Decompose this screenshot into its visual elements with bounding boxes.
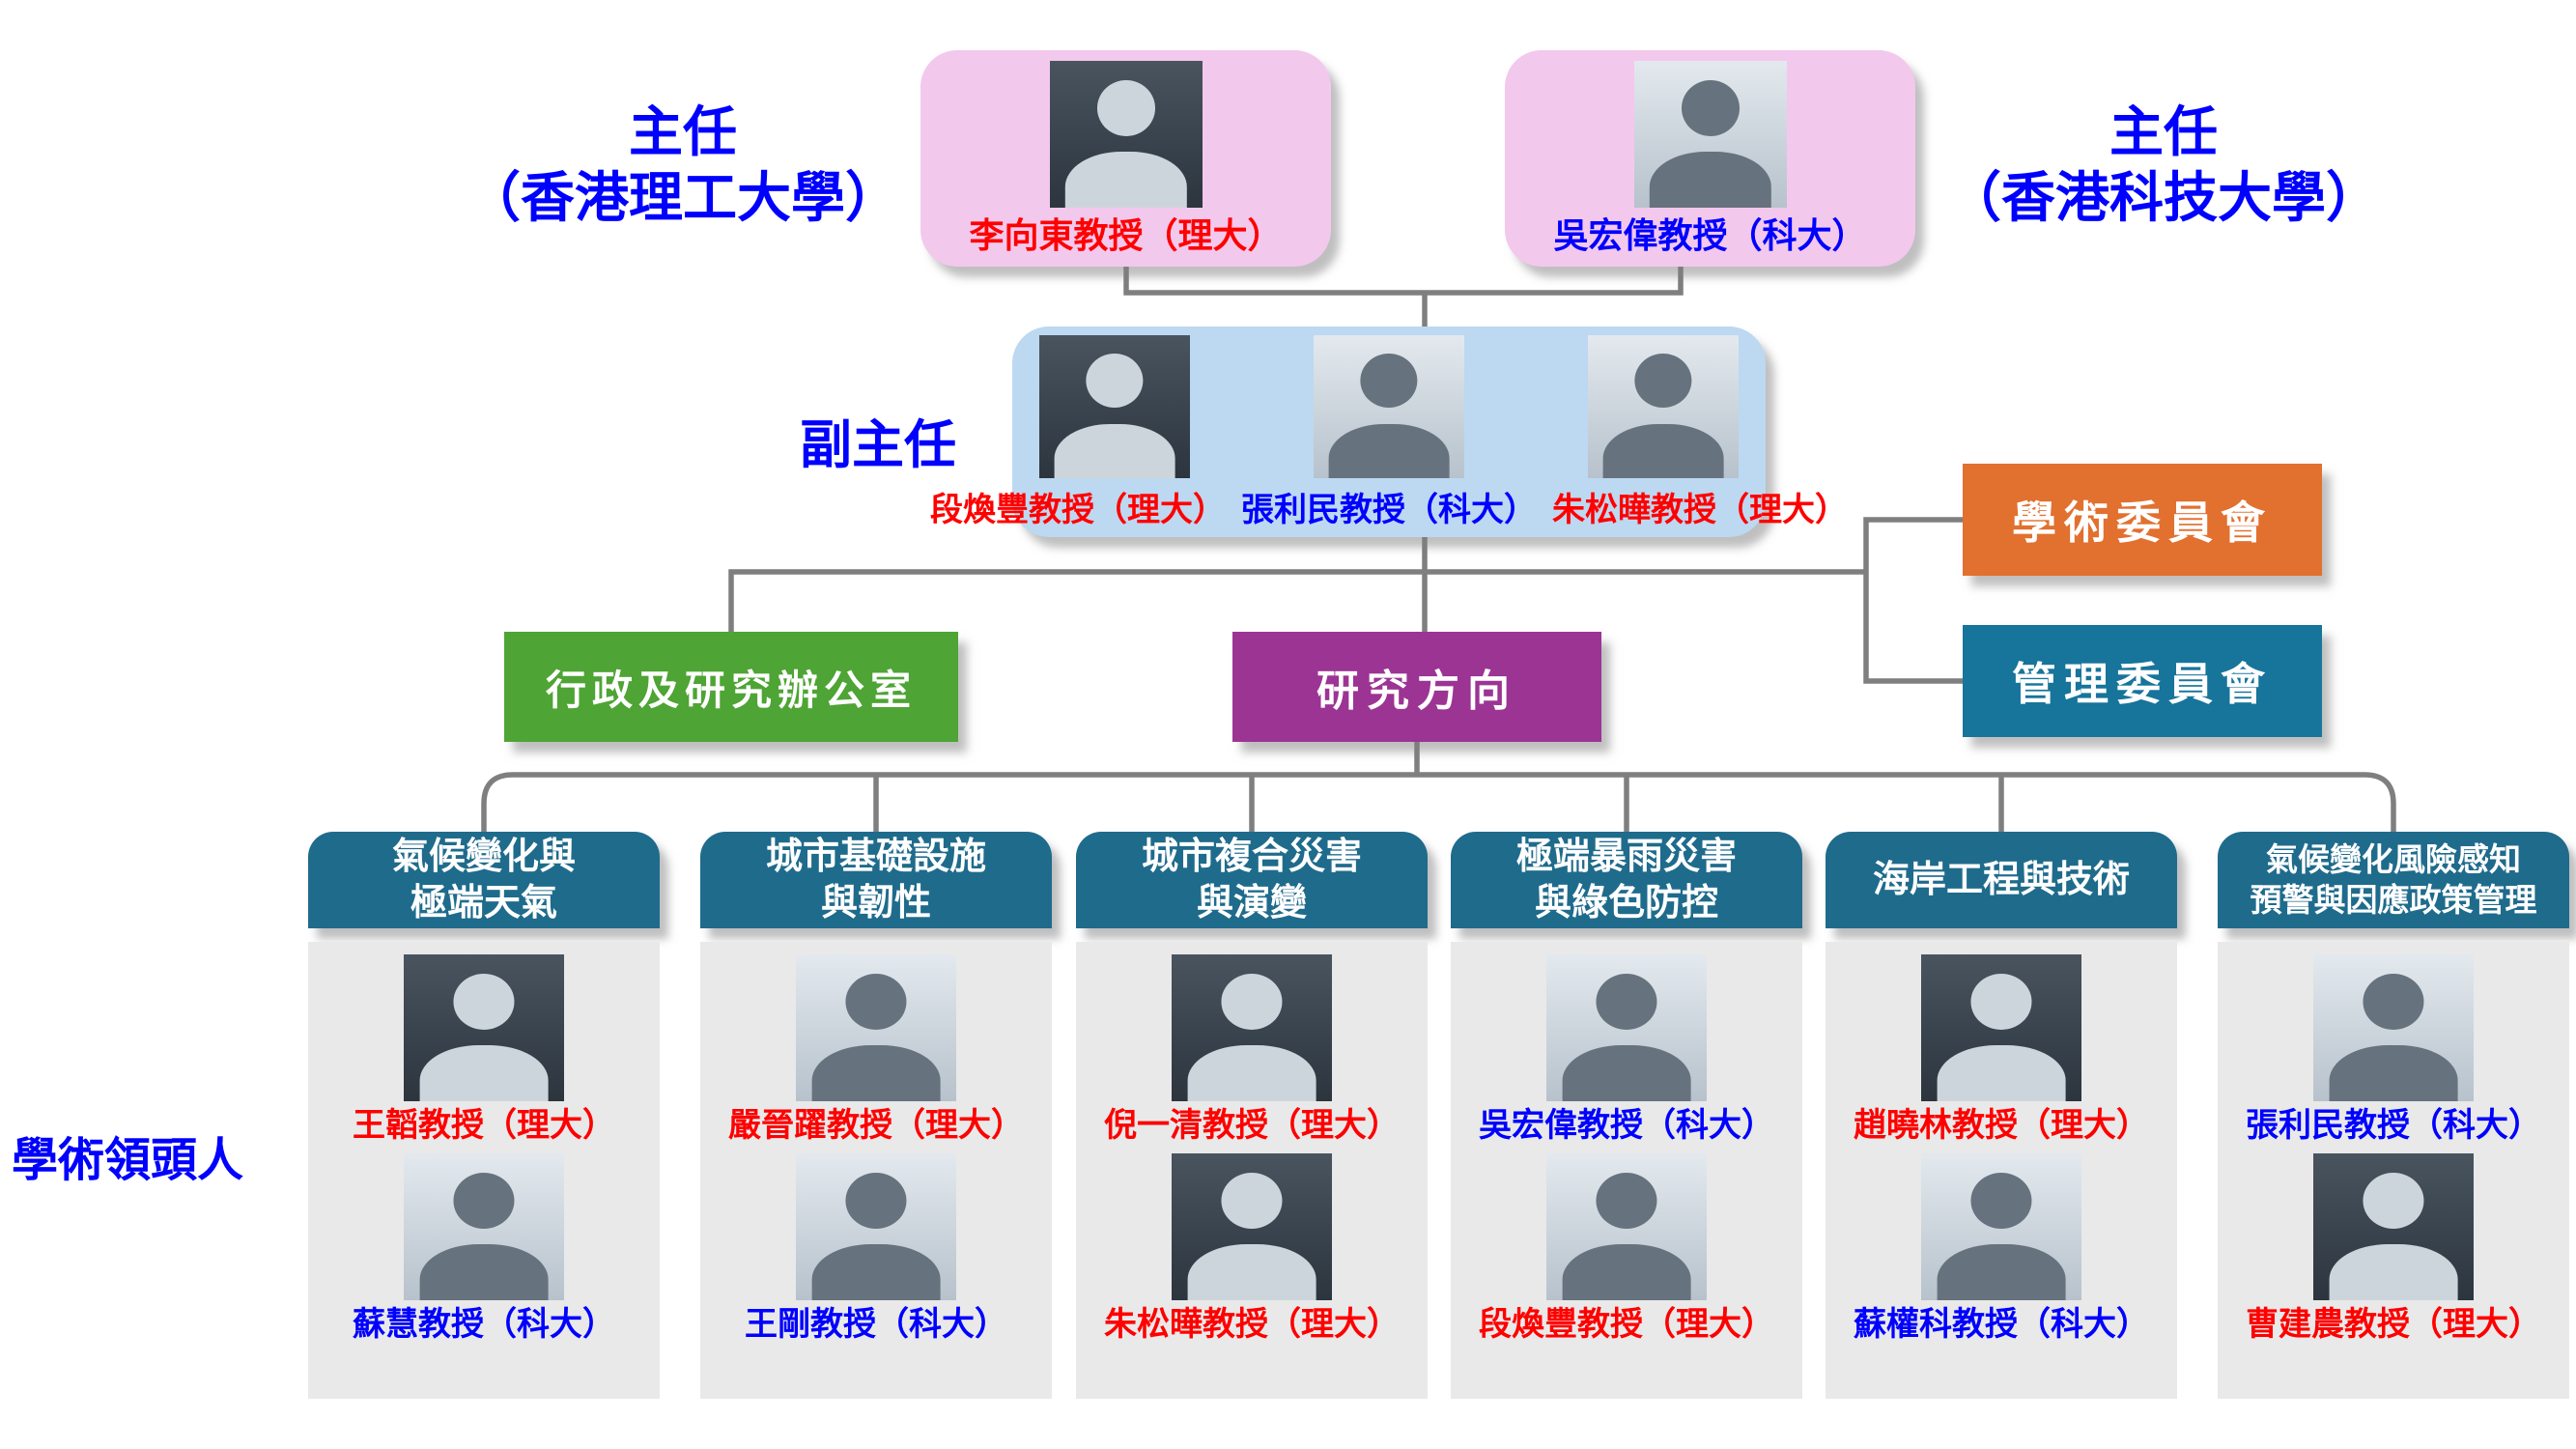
research-area-title-line: 極端暴雨災害 [1515, 835, 1737, 878]
deputy-names: 段煥豐教授（理大） 張利民教授（科大） 朱松曄教授（理大） [930, 483, 1848, 530]
connector-trunk [481, 772, 2396, 835]
research-area-panel: 趙曉林教授（理大） 蘇權科教授（科大） [1826, 942, 2177, 1399]
research-area-title-line: 預警與因應政策管理 [2250, 881, 2537, 919]
leader-portrait [796, 954, 956, 1101]
leader-portrait [1172, 1153, 1332, 1300]
research-area-panel: 吳宏偉教授（科大） 段煥豐教授（理大） [1451, 942, 1802, 1399]
research-area-header: 城市基礎設施 與韌性 [700, 832, 1052, 928]
research-area-title-line: 氣候變化與 [391, 835, 576, 878]
leader-name: 蘇慧教授（科大） [353, 1305, 615, 1344]
academic-committee-box: 學術委員會 [1963, 464, 2322, 576]
leader-name: 曹建農教授（理大） [2246, 1305, 2541, 1344]
research-area-title-line: 城市複合災害 [1141, 835, 1362, 878]
research-area-title-line: 氣候變化風險感知 [2266, 840, 2521, 879]
leader-portrait [1172, 954, 1332, 1101]
leader-name: 蘇權科教授（科大） [1854, 1305, 2149, 1344]
research-area-panel: 嚴晉躍教授（理大） 王剛教授（科大） [700, 942, 1052, 1399]
research-area-column-5: 海岸工程與技術 趙曉林教授（理大） 蘇權科教授（科大） [1826, 832, 2177, 1399]
research-area-title-line: 與演變 [1196, 881, 1307, 923]
leader-name: 朱松曄教授（理大） [1104, 1305, 1400, 1344]
connector-directors [1123, 263, 1684, 296]
title-line: 主任 [2109, 101, 2218, 164]
title-line: （香港科技大學） [1947, 167, 2380, 231]
deputy-portrait [1314, 335, 1464, 478]
title-line: 主任 [629, 101, 737, 164]
management-committee-box: 管理委員會 [1963, 625, 2322, 737]
leader-name: 王剛教授（科大） [745, 1305, 1007, 1344]
leader-portrait [1921, 954, 2081, 1101]
research-area-column-2: 城市基礎設施 與韌性 嚴晉躍教授（理大） 王剛教授（科大） [700, 832, 1052, 1399]
research-area-column-1: 氣候變化與 極端天氣 王韜教授（理大） 蘇慧教授（科大） [308, 832, 660, 1399]
academic-leaders-title: 學術領頭人 [11, 1133, 243, 1187]
leader-portrait [1921, 1153, 2081, 1300]
connector-horizontal-branch [728, 569, 1866, 636]
research-area-column-6: 氣候變化風險感知 預警與因應政策管理 張利民教授（科大） 曹建農教授（理大） [2218, 832, 2569, 1399]
leader-portrait [404, 954, 564, 1101]
deputy-directors-box: 段煥豐教授（理大） 張利民教授（科大） 朱松曄教授（理大） [930, 327, 1848, 537]
deputy-name: 張利民教授（科大） [1241, 491, 1537, 529]
director-card-hkust: 吳宏偉教授（科大） [1505, 50, 1915, 267]
deputy-portraits [1012, 327, 1766, 478]
research-area-header: 極端暴雨災害 與綠色防控 [1451, 832, 1802, 928]
research-area-column-3: 城市複合災害 與演變 倪一清教授（理大） 朱松曄教授（理大） [1076, 832, 1428, 1399]
leader-name: 段煥豐教授（理大） [1479, 1305, 1774, 1344]
research-area-header: 氣候變化與 極端天氣 [308, 832, 660, 928]
leader-name: 倪一清教授（理大） [1104, 1106, 1400, 1145]
research-area-panel: 王韜教授（理大） 蘇慧教授（科大） [308, 942, 660, 1399]
research-area-panel: 張利民教授（科大） 曹建農教授（理大） [2218, 942, 2569, 1399]
leader-name: 吳宏偉教授（科大） [1479, 1106, 1774, 1145]
leader-name: 嚴晉躍教授（理大） [728, 1106, 1024, 1145]
director-portrait [1049, 61, 1203, 208]
research-area-panel: 倪一清教授（理大） 朱松曄教授（理大） [1076, 942, 1428, 1399]
admin-research-office-box: 行政及研究辦公室 [504, 632, 958, 742]
director-card-polyu: 李向東教授（理大） [920, 50, 1331, 267]
leader-name: 王韜教授（理大） [353, 1106, 615, 1145]
leader-portrait [404, 1153, 564, 1300]
leader-name: 趙曉林教授（理大） [1854, 1106, 2149, 1145]
deputy-name: 段煥豐教授（理大） [930, 491, 1226, 529]
leader-portrait [1546, 1153, 1707, 1300]
research-area-title-line: 與綠色防控 [1534, 881, 1718, 923]
director-name: 吳宏偉教授（科大） [1553, 216, 1867, 256]
director-title-right: 主任 （香港科技大學） [1874, 100, 2453, 233]
connector-committee-bracket [1863, 517, 1965, 684]
director-title-left: 主任 （香港理工大學） [393, 100, 973, 233]
deputy-portrait [1588, 335, 1739, 478]
leader-portrait [2313, 1153, 2474, 1300]
deputy-name: 朱松曄教授（理大） [1552, 491, 1848, 529]
research-area-title-line: 海岸工程與技術 [1872, 858, 2130, 901]
leader-name: 張利民教授（科大） [2246, 1106, 2541, 1145]
research-area-title-line: 城市基礎設施 [765, 835, 986, 878]
research-area-title-line: 極端天氣 [410, 881, 557, 923]
deputy-portrait [1039, 335, 1190, 478]
research-area-title-line: 與韌性 [820, 881, 931, 923]
deputy-title: 副主任 [800, 414, 956, 475]
leader-portrait [796, 1153, 956, 1300]
title-line: （香港理工大學） [467, 167, 899, 231]
director-name: 李向東教授（理大） [969, 216, 1283, 256]
leader-portrait [1546, 954, 1707, 1101]
research-area-header: 氣候變化風險感知 預警與因應政策管理 [2218, 832, 2569, 928]
leader-portrait [2313, 954, 2474, 1101]
research-directions-box: 研究方向 [1232, 632, 1601, 742]
director-portrait [1633, 61, 1787, 208]
research-area-column-4: 極端暴雨災害 與綠色防控 吳宏偉教授（科大） 段煥豐教授（理大） [1451, 832, 1802, 1399]
research-area-header: 海岸工程與技術 [1826, 832, 2177, 928]
research-area-header: 城市複合災害 與演變 [1076, 832, 1428, 928]
